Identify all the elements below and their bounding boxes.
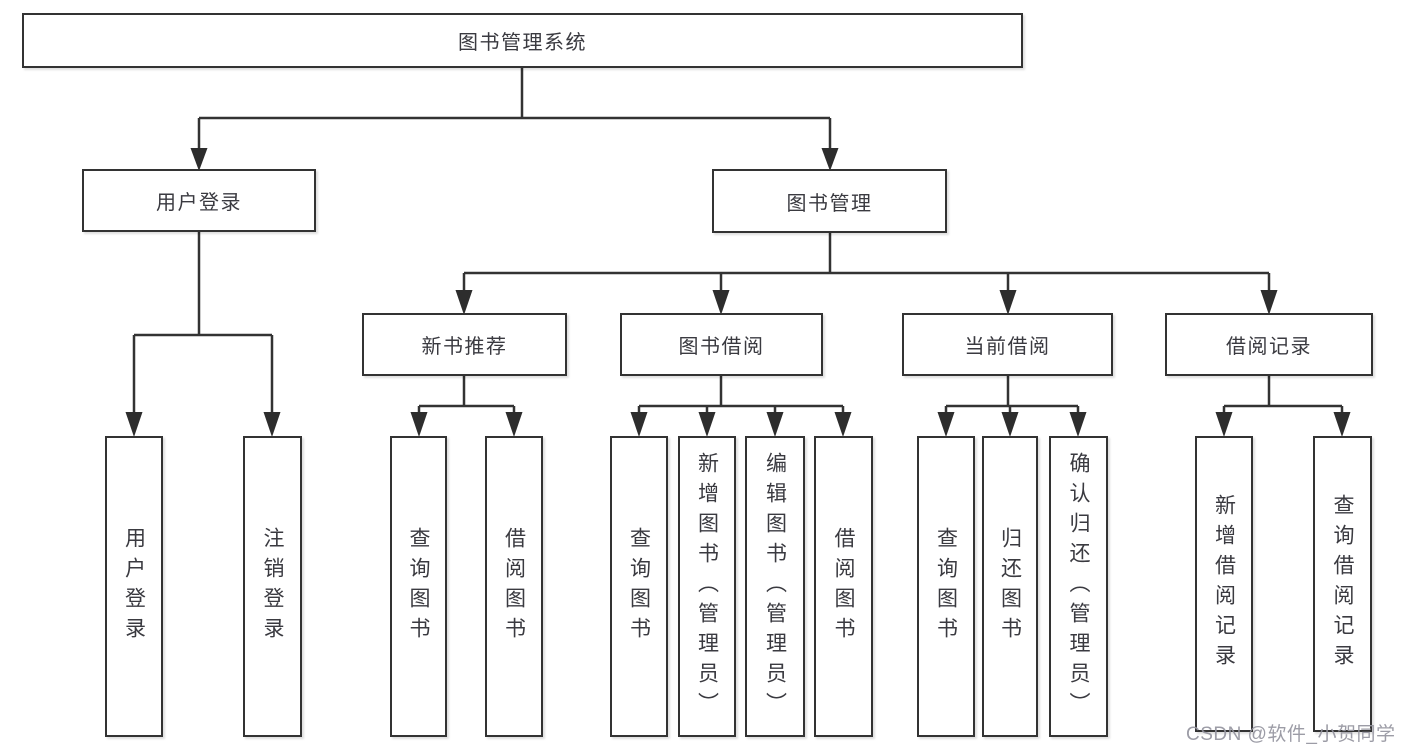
- connector-book-borrow-children: [630, 376, 852, 437]
- node-label: 新增图书（管理员）: [695, 451, 719, 722]
- arrow-down-icon: [455, 290, 473, 315]
- node-label: 借阅图书: [502, 526, 526, 647]
- node-label: 查询图书: [627, 526, 651, 647]
- leaf-add-borrow-record: 新增借阅记录: [1195, 436, 1253, 732]
- node-label: 新增借阅记录: [1212, 494, 1236, 674]
- arrow-down-icon: [698, 412, 716, 437]
- arrow-down-icon: [190, 148, 208, 171]
- node-label: 图书管理: [786, 192, 873, 215]
- connector-book-mgmt-children: [455, 233, 1278, 315]
- connector-borrow-record-children: [1215, 376, 1351, 437]
- arrow-down-icon: [937, 412, 955, 437]
- arrow-down-icon: [125, 412, 143, 437]
- node-book-borrowing: 图书借阅: [620, 313, 823, 376]
- node-label: 图书管理系统: [458, 32, 587, 54]
- node-label: 确认归还（管理员）: [1067, 451, 1090, 722]
- leaf-borrow-books-borrowing: 借阅图书: [814, 436, 873, 737]
- arrow-down-icon: [712, 290, 730, 315]
- arrow-down-icon: [505, 412, 523, 437]
- leaf-confirm-return-admin: 确认归还（管理员）: [1049, 436, 1108, 737]
- node-user-login: 用户登录: [82, 169, 316, 232]
- leaf-query-books-borrowing: 查询图书: [610, 436, 668, 737]
- node-label: 查询图书: [934, 526, 958, 647]
- csdn-watermark: CSDN @软件_小贺同学: [1186, 724, 1396, 745]
- node-label: 图书借阅: [678, 336, 765, 358]
- arrow-down-icon: [1215, 412, 1233, 437]
- node-label: 用户登录: [122, 526, 146, 647]
- node-library-system: 图书管理系统: [22, 13, 1023, 68]
- arrow-down-icon: [410, 412, 428, 437]
- arrow-down-icon: [1001, 412, 1019, 437]
- arrow-down-icon: [834, 412, 852, 437]
- arrow-down-icon: [999, 290, 1017, 315]
- leaf-add-book-admin: 新增图书（管理员）: [678, 436, 736, 737]
- leaf-logout: 注销登录: [243, 436, 302, 737]
- connector-new-book-children: [410, 376, 523, 437]
- arrow-down-icon: [821, 148, 839, 171]
- node-label: 当前借阅: [964, 336, 1051, 358]
- node-label: 注销登录: [261, 526, 284, 647]
- arrow-down-icon: [1069, 412, 1087, 437]
- node-new-book-recommend: 新书推荐: [362, 313, 567, 376]
- node-current-borrowing: 当前借阅: [902, 313, 1113, 376]
- node-label: 借阅图书: [832, 526, 855, 647]
- node-borrowing-records: 借阅记录: [1165, 313, 1373, 376]
- node-label: 编辑图书（管理员）: [763, 451, 787, 722]
- leaf-query-borrow-record: 查询借阅记录: [1313, 436, 1372, 732]
- arrow-down-icon: [766, 412, 784, 437]
- arrow-down-icon: [263, 412, 281, 437]
- leaf-query-books-recommend: 查询图书: [390, 436, 447, 737]
- leaf-edit-book-admin: 编辑图书（管理员）: [745, 436, 805, 737]
- node-label: 用户登录: [156, 192, 242, 214]
- arrow-down-icon: [630, 412, 648, 437]
- connector-current-borrow-children: [937, 376, 1087, 437]
- leaf-user-login: 用户登录: [105, 436, 163, 737]
- arrow-down-icon: [1260, 290, 1278, 315]
- leaf-borrow-books-recommend: 借阅图书: [485, 436, 543, 737]
- connector-user-login-children: [125, 232, 281, 437]
- node-label: 新书推荐: [421, 336, 508, 358]
- node-label: 归还图书: [998, 526, 1022, 647]
- leaf-query-books-current: 查询图书: [917, 436, 975, 737]
- node-label: 查询借阅记录: [1331, 494, 1354, 674]
- node-book-management: 图书管理: [712, 169, 947, 233]
- node-label: 查询图书: [407, 526, 430, 647]
- arrow-down-icon: [1333, 412, 1351, 437]
- node-label: 借阅记录: [1226, 336, 1312, 358]
- connector-root-to-level2: [190, 68, 839, 171]
- leaf-return-books: 归还图书: [982, 436, 1038, 737]
